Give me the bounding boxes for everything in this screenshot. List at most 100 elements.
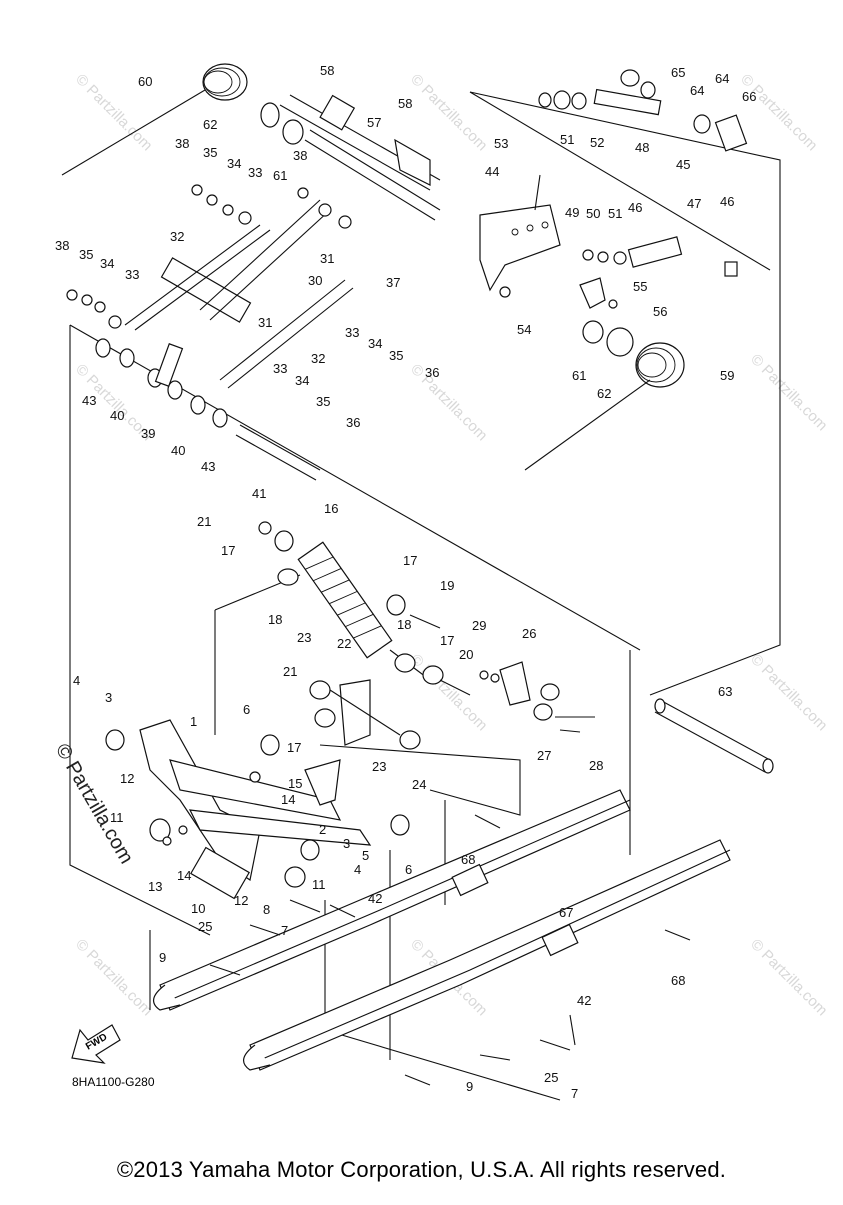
watermark: © Partzilla.com [407,361,490,444]
callout: 55 [633,279,647,294]
callout: 43 [82,393,96,408]
callout: 6 [405,862,412,877]
callout: 35 [389,348,403,363]
callout: 3 [105,690,112,705]
callout: 2 [319,822,326,837]
callout: 17 [221,543,235,558]
callout: 32 [170,229,184,244]
callout: 36 [425,365,439,380]
watermark: © Partzilla.com [72,936,155,1019]
callout: 31 [258,315,272,330]
callout: 30 [308,273,322,288]
callout: 41 [252,486,266,501]
callout: 40 [171,443,185,458]
callout: 1 [190,714,197,729]
callout: 23 [297,630,311,645]
callout: 35 [79,247,93,262]
callout: 68 [461,852,475,867]
callout: 32 [311,351,325,366]
callout: 13 [148,879,162,894]
callout: 34 [227,156,241,171]
upper-right-parts [499,69,748,357]
shaft-63 [654,698,774,774]
watermark: © Partzilla.com [747,651,830,734]
callout: 36 [346,415,360,430]
callout: 51 [608,206,622,221]
slide-rail-upper [153,789,631,1011]
callout: 21 [283,664,297,679]
callout: 12 [234,893,248,908]
callout: 37 [386,275,400,290]
torsion-spring-left [61,63,248,176]
callout: 53 [494,136,508,151]
callout: 66 [742,89,756,104]
callout: 11 [312,877,326,892]
callout: 7 [281,923,288,938]
callout: 33 [125,267,139,282]
callout: 50 [586,206,600,221]
callout: 40 [110,408,124,423]
callout: 63 [718,684,732,699]
callout: 61 [572,368,586,383]
callout: 31 [320,251,334,266]
callout: 42 [368,891,382,906]
callout: 39 [141,426,155,441]
bracket-44 [479,174,561,292]
callout: 61 [273,168,287,183]
callout: 44 [485,164,499,179]
callout: 20 [459,647,473,662]
callout: 68 [671,973,685,988]
callout: 46 [628,200,642,215]
callout: 64 [690,83,704,98]
rear-shock [258,521,471,696]
callout: 64 [715,71,729,86]
callout: 15 [288,776,302,791]
callout: 62 [597,386,611,401]
callout: 27 [537,748,551,763]
callout: 57 [367,115,381,130]
callout: 25 [544,1070,558,1085]
callout: 9 [159,950,166,965]
callout: 33 [273,361,287,376]
callout: 5 [362,848,369,863]
callout: 58 [398,96,412,111]
callout: 38 [293,148,307,163]
callout: 56 [653,304,667,319]
callout: 59 [720,368,734,383]
callout: 33 [345,325,359,340]
callout: 34 [100,256,114,271]
callout: 58 [320,63,334,78]
callout: 52 [590,135,604,150]
callout: 25 [198,919,212,934]
callout: 38 [55,238,69,253]
front-arm [105,719,410,900]
watermark: © Partzilla.com [407,71,490,154]
callout: 38 [175,136,189,151]
callout: 22 [337,636,351,651]
copyright-notice: ©2013 Yamaha Motor Corporation, U.S.A. A… [116,1157,727,1182]
callout: 18 [268,612,282,627]
drawing-code: 8HA1100-G280 [72,1075,155,1089]
callout: 17 [403,553,417,568]
bushings-left [95,338,321,481]
callout: 14 [177,868,191,883]
callout: 4 [354,862,361,877]
callout: 35 [203,145,217,160]
callout: 14 [281,792,295,807]
callout: 43 [201,459,215,474]
callout: 29 [472,618,486,633]
callout: 23 [372,759,386,774]
callout: 46 [720,194,734,209]
callout: 6 [243,702,250,717]
callout: 67 [559,905,573,920]
callout: 60 [138,74,152,89]
watermark: © Partzilla.com [737,71,820,154]
callout: 16 [324,501,338,516]
callout: 54 [517,322,531,337]
callout: 3 [343,836,350,851]
callout: 51 [560,132,574,147]
torsion-spring-right [524,342,685,471]
callout: 62 [203,117,217,132]
callout: 28 [589,758,603,773]
